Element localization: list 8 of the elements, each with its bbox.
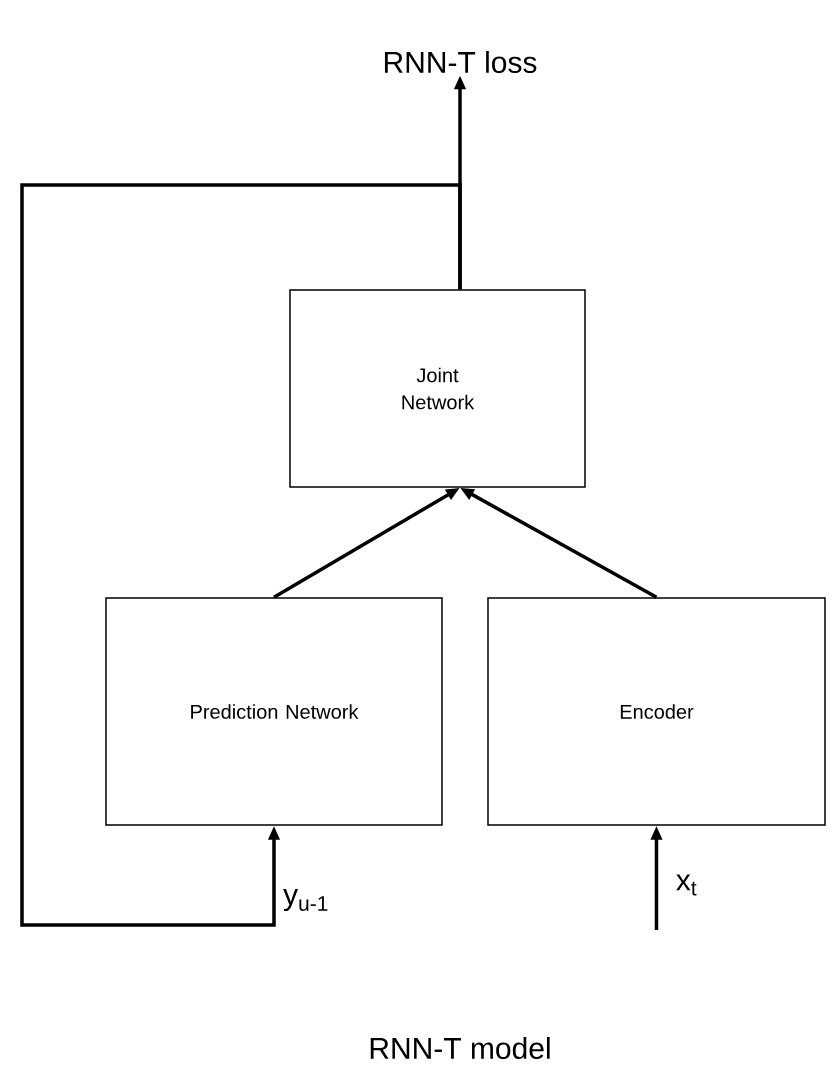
output-label: RNN-T loss: [384, 51, 537, 74]
process-box: Encoder: [487, 597, 826, 826]
process-box: Prediction Network: [105, 597, 443, 826]
caption: RNN-T model: [370, 1037, 550, 1060]
arrow: [20, 183, 462, 927]
edge-label: y$_{u-1}$: [282, 887, 330, 913]
process-box: Joint Network: [289, 289, 586, 488]
edge-label: x$_{t}$: [674, 873, 699, 897]
